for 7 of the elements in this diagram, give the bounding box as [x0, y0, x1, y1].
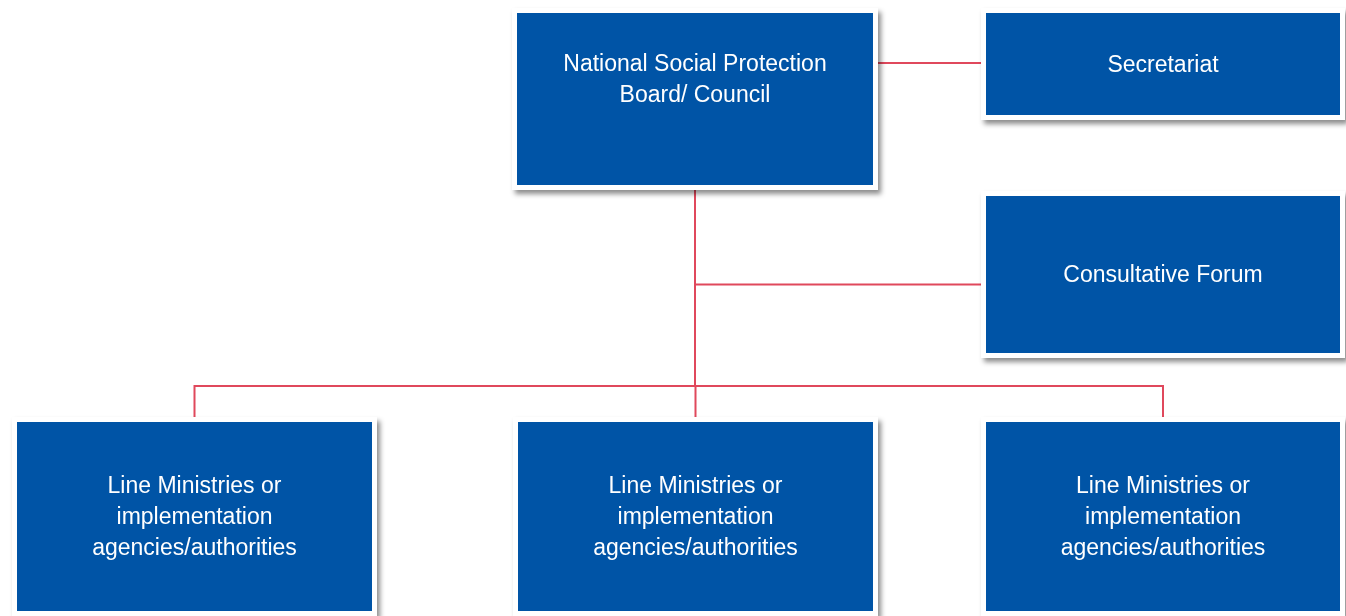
box-label: Line Ministries or implementation agencies/authorities: [1059, 471, 1267, 562]
box-label: Consultative Forum: [1063, 260, 1263, 289]
box-label: Line Ministries or implementation agencies/authorities: [91, 471, 298, 562]
box-label: Line Ministries or implementation agencies/authorities: [592, 471, 799, 562]
box-label: National Social Protection Board/ Council: [562, 49, 828, 109]
connector-line: [877, 62, 982, 64]
box-label: Secretariat: [1107, 49, 1219, 79]
